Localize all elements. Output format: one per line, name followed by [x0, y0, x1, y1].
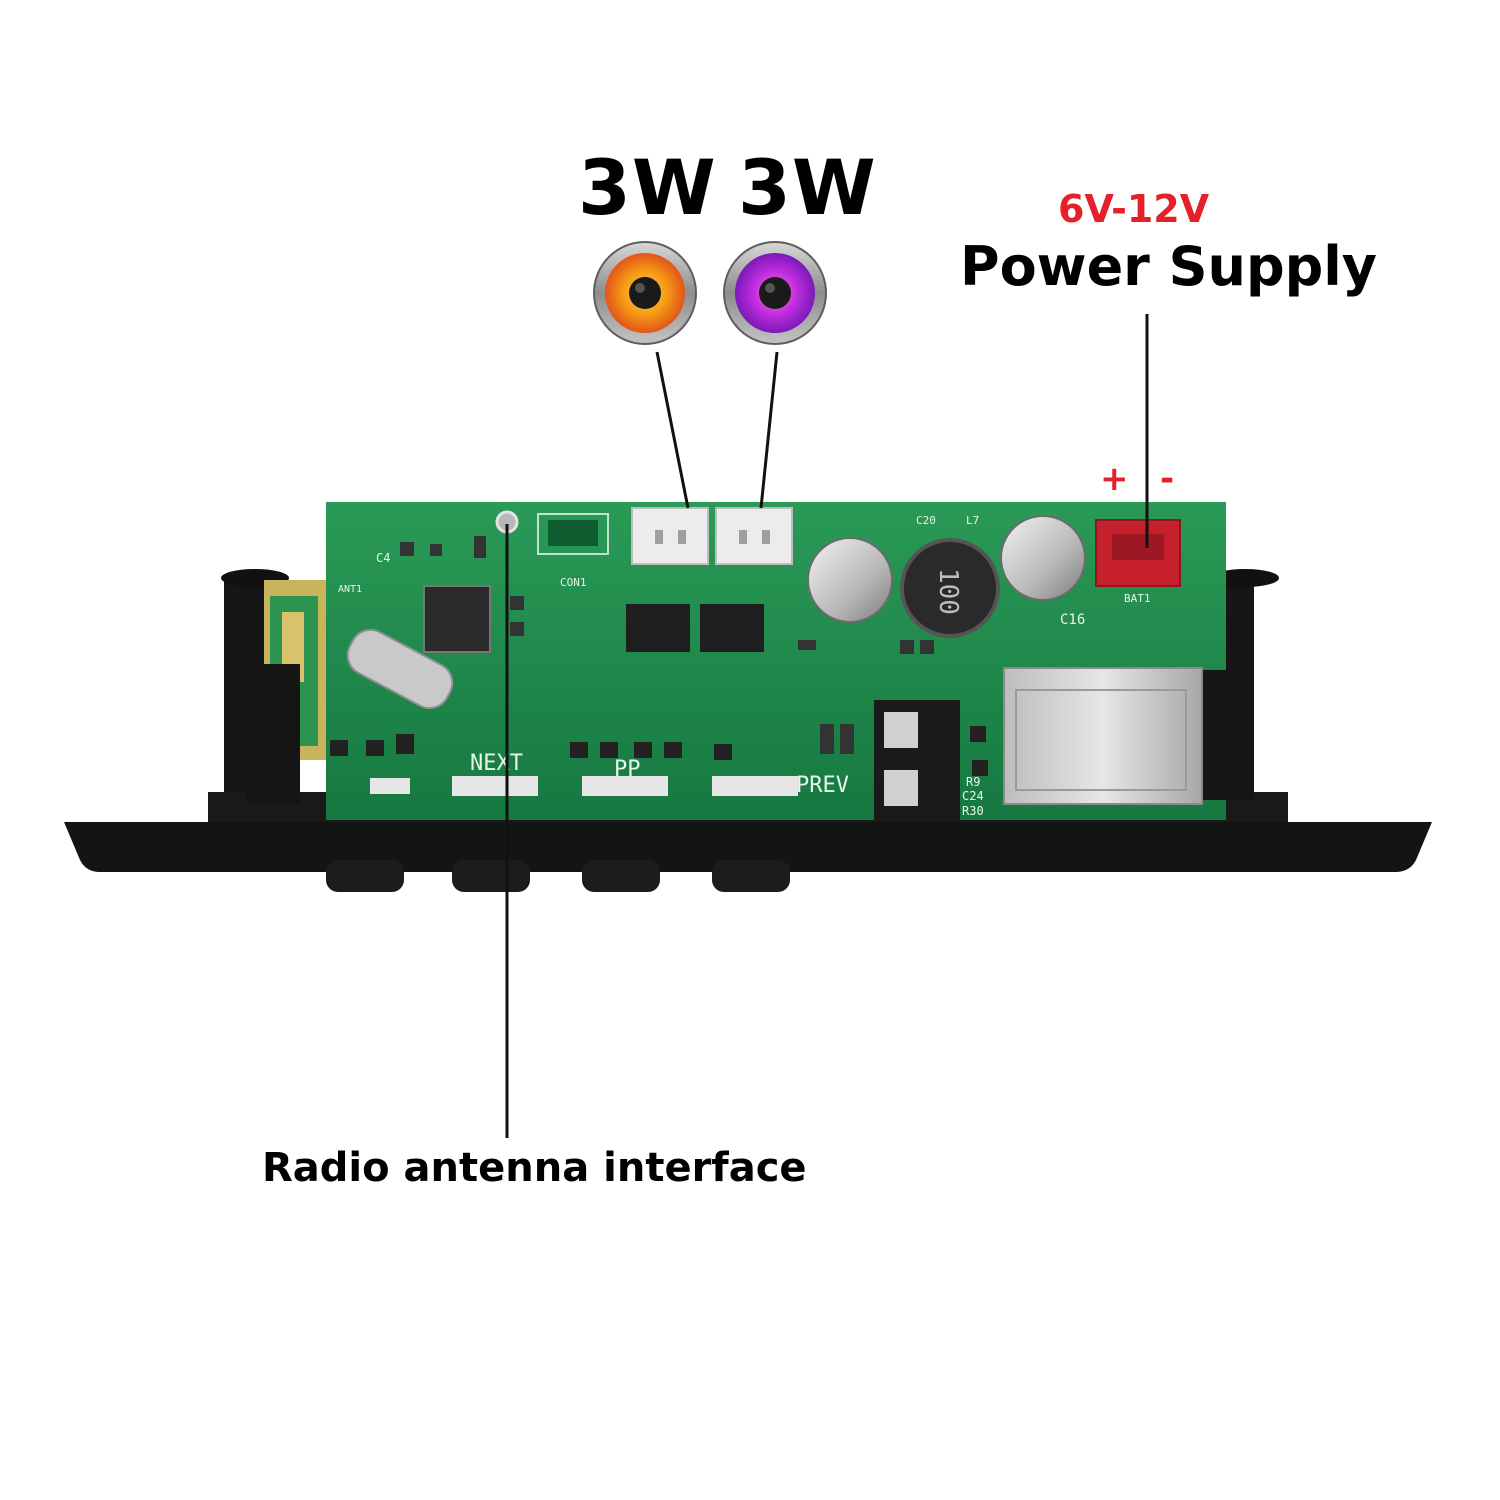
speaker-right-icon	[723, 241, 827, 345]
silk-pp: PP	[614, 757, 641, 782]
speaker-right-wattage: 3W	[738, 143, 877, 232]
silk-c24: C24	[962, 789, 984, 803]
silk-r30: R30	[962, 804, 984, 818]
power-supply-label: Power Supply	[960, 235, 1377, 298]
silk-ant: ANT1	[338, 584, 362, 595]
polarity-plus: +	[1100, 459, 1129, 499]
line-speaker-left	[655, 351, 690, 509]
antenna-interface-label: Radio antenna interface	[262, 1145, 807, 1191]
polarity-minus: -	[1160, 459, 1175, 499]
speaker-left-icon	[593, 241, 697, 345]
silk-bat: BAT1	[1124, 592, 1151, 605]
voltage-range-label: 6V-12V	[1058, 187, 1210, 231]
line-speaker-right	[759, 351, 779, 509]
silk-next: NEXT	[470, 751, 523, 776]
silk-prev: PREV	[796, 773, 849, 798]
silk-c16: C16	[1060, 612, 1085, 628]
silk-r9: R9	[966, 775, 980, 789]
silk-conn: CON1	[560, 576, 587, 589]
silk-inductor: 100	[933, 568, 963, 615]
silk-c20: C20	[916, 514, 936, 527]
silk-c4: C4	[376, 551, 390, 565]
pcb: NEXT PP PREV CON1 BAT1 C16 C20 L7 ANT1 C…	[246, 502, 1254, 820]
silk-l7: L7	[966, 514, 979, 527]
speaker-left-wattage: 3W	[578, 143, 717, 232]
callout-lines	[505, 314, 1149, 1138]
